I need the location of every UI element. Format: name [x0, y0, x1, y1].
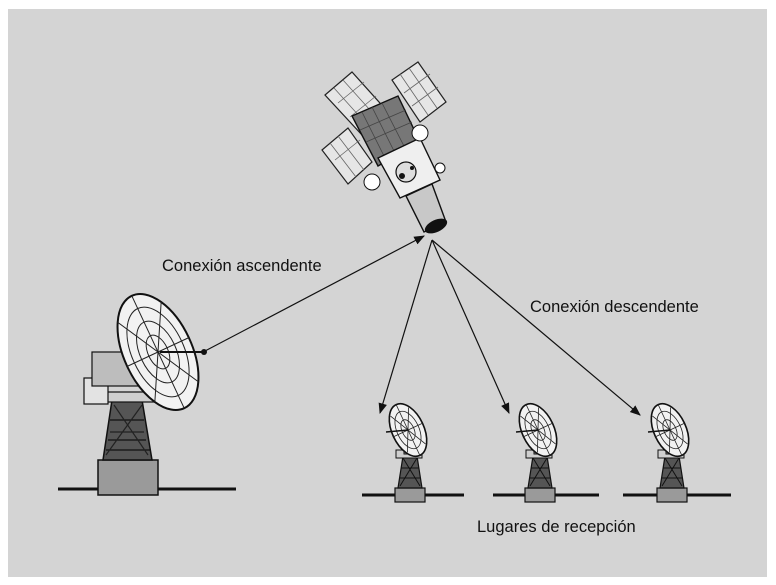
receiver-dish-icon-3 [642, 397, 698, 503]
receiver-dish-icon-2 [510, 397, 566, 503]
downlink-arrow-1 [378, 239, 433, 415]
downlink-arrow-3 [431, 239, 641, 416]
uplink-arrow [204, 235, 425, 352]
satellite-icon [321, 61, 448, 234]
uplink-dish-icon [83, 280, 217, 496]
downlink-arrow-2 [431, 239, 510, 414]
uplink-label: Conexión ascendente [162, 257, 322, 275]
downlink-label: Conexión descendente [530, 298, 699, 316]
receiver-dish-icon-1 [380, 397, 436, 503]
receivers-label: Lugares de recepción [477, 518, 636, 536]
